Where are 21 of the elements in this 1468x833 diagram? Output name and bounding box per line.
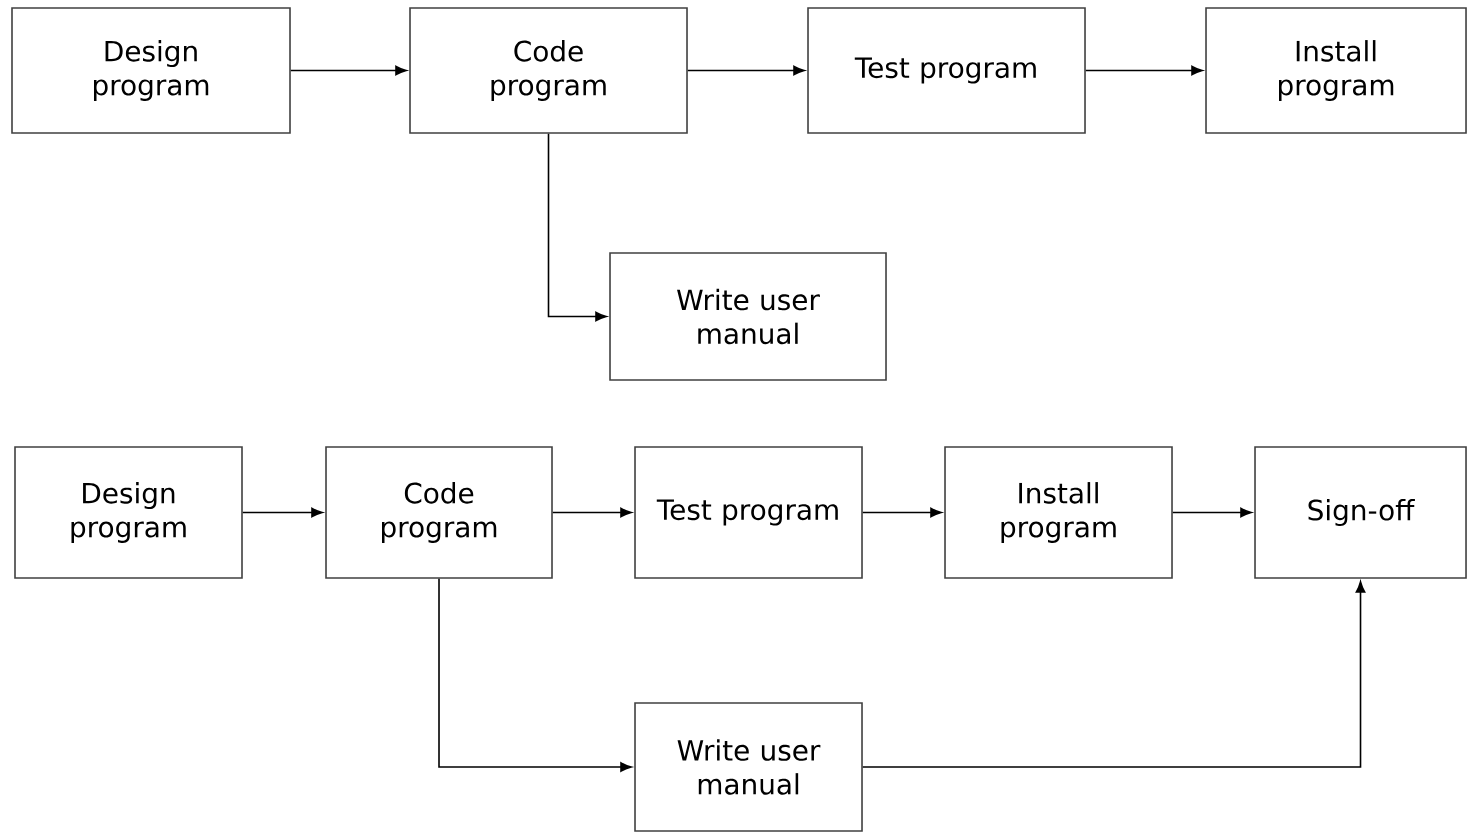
process-box: Design program [14, 446, 243, 579]
process-box: Test program [634, 446, 863, 579]
arrow [547, 133, 607, 322]
process-box: Design program [11, 7, 291, 134]
process-box: Install program [1205, 7, 1467, 134]
arrow [862, 581, 1366, 768]
process-box: Code program [409, 7, 688, 134]
process-box: Sign-off [1254, 446, 1467, 579]
arrow [1085, 65, 1203, 76]
process-box: Install program [944, 446, 1173, 579]
process-box: Write user manual [634, 702, 863, 832]
process-box: Write user manual [609, 252, 887, 381]
arrow [1172, 507, 1252, 518]
arrow [438, 578, 632, 772]
arrow [290, 65, 407, 76]
process-box: Test program [807, 7, 1086, 134]
arrow [862, 507, 942, 518]
arrow [687, 65, 805, 76]
arrow [242, 507, 323, 518]
arrow [552, 507, 632, 518]
process-box: Code program [325, 446, 553, 579]
